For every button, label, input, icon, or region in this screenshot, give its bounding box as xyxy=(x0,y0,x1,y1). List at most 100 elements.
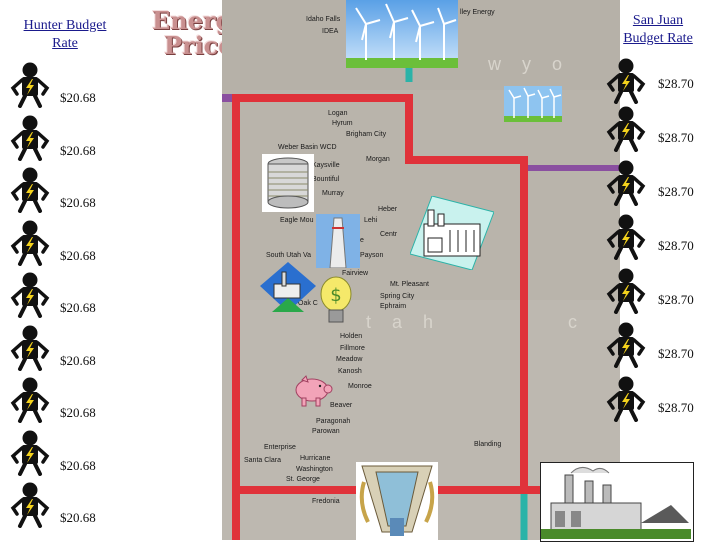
hunter-rate-row: $20.68 xyxy=(10,62,120,108)
region-label-wyoming: w y o xyxy=(488,54,571,74)
worker-figure-icon xyxy=(606,106,646,157)
wind-turbines-icon xyxy=(346,0,458,68)
worker-figure-icon xyxy=(10,115,50,166)
san-juan-rate-value: $28.70 xyxy=(658,130,694,145)
hunter-rate-row: $20.68 xyxy=(10,430,120,476)
worker-figure-icon xyxy=(606,58,646,109)
piggy-bank-icon xyxy=(292,374,334,408)
worker-figure-icon xyxy=(10,377,50,428)
worker-figure-icon xyxy=(10,167,50,218)
worker-figure-icon xyxy=(10,482,50,533)
dam-icon xyxy=(356,462,438,540)
san-juan-rate-title: San Juan Budget Rate xyxy=(623,13,693,46)
city-lehi: Lehi xyxy=(364,217,378,224)
city-blanding: Blanding xyxy=(474,441,502,448)
hunter-rate-value: $20.68 xyxy=(60,405,96,420)
city-holden: Holden xyxy=(340,333,363,340)
hunter-rate-value: $20.68 xyxy=(60,247,96,263)
city-logan: Logan xyxy=(328,110,348,117)
san-juan-rate-value: $28.70 xyxy=(658,400,694,415)
hunter-rate-value: $20.68 xyxy=(60,195,96,210)
san-juan-rate-value: $28.70 xyxy=(658,238,694,253)
city-idaho-falls: Idaho Falls xyxy=(306,16,341,23)
san-juan-rate-value: $28.70 xyxy=(658,346,694,361)
hunter-rate-row: $20.68 xyxy=(10,115,120,161)
worker-figure-icon xyxy=(606,322,646,373)
spool-icon xyxy=(262,154,314,212)
city-murray: Murray xyxy=(322,190,344,197)
city-morgan: Morgan xyxy=(366,156,390,163)
worker-figure-icon xyxy=(606,214,646,265)
san-juan-rate-row: $28.70 xyxy=(606,52,716,104)
san-juan-rate-row: $28.70 xyxy=(606,376,716,422)
city-e: e xyxy=(360,237,364,244)
san-juan-rate-value: $28.70 xyxy=(658,76,694,91)
city-washington: Washington xyxy=(296,466,333,473)
city-idea: IDEA xyxy=(322,28,339,35)
city-spring-city: Spring City xyxy=(380,293,415,300)
hunter-rate-value: $20.68 xyxy=(60,457,96,473)
dollar-bulb-icon: $ xyxy=(318,276,354,328)
city-st-george: St. George xyxy=(286,476,320,483)
city-kaysville: Kaysville xyxy=(312,162,340,169)
region-label-colorado: c xyxy=(568,312,585,332)
worker-figure-icon xyxy=(606,376,646,427)
hunter-rate-title: Hunter Budget Rate xyxy=(23,18,107,51)
wind-turbines-small-icon xyxy=(504,86,562,122)
worker-figure-icon xyxy=(10,62,50,113)
worker-figure-icon xyxy=(10,272,50,323)
worker-figure-icon xyxy=(606,268,646,319)
san-juan-rate-row: $28.70 xyxy=(606,160,716,206)
city-parowan: Parowan xyxy=(312,428,340,435)
city-brigham-city: Brigham City xyxy=(346,131,387,138)
factory-icon xyxy=(409,195,495,271)
worker-figure-icon xyxy=(10,220,50,271)
hunter-rate-row: $20.68 xyxy=(10,325,120,371)
region-label-utah: t a h xyxy=(366,312,442,332)
hunter-rate-value: $20.68 xyxy=(60,352,96,368)
san-juan-rate-value: $28.70 xyxy=(658,184,694,199)
city-payson: Payson xyxy=(360,252,384,259)
worker-figure-icon xyxy=(606,160,646,211)
hunter-rate-row: $20.68 xyxy=(10,377,120,423)
city-oak-city: Oak C xyxy=(298,300,318,307)
hunter-rate-value: $20.68 xyxy=(60,90,96,105)
city-beaver: Beaver xyxy=(330,402,353,409)
worker-figure-icon xyxy=(10,325,50,376)
san-juan-rate-row: $28.70 xyxy=(606,268,716,314)
hunter-rate-row: $20.68 xyxy=(10,272,120,318)
hunter-rate-value: $20.68 xyxy=(60,300,96,315)
hunter-rate-value: $20.68 xyxy=(60,510,96,525)
city-weber-basin-wcd: Weber Basin WCD xyxy=(278,144,337,151)
city-santa-clara: Santa Clara xyxy=(244,457,281,464)
city-eagle-mountain: Eagle Mou xyxy=(280,217,314,224)
city-south-utah-valley: South Utah Va xyxy=(266,252,312,259)
hunter-rate-value: $20.68 xyxy=(60,142,96,158)
city-fillmore: Fillmore xyxy=(340,345,365,352)
city-fredonia: Fredonia xyxy=(312,498,340,505)
san-juan-rate-value: $28.70 xyxy=(658,292,694,307)
city-bountiful: Bountiful xyxy=(312,176,340,183)
city-paragonah: Paragonah xyxy=(316,418,351,425)
city-ephraim: Ephraim xyxy=(380,303,407,310)
san-juan-rate-row: $28.70 xyxy=(606,214,716,260)
city-heber: Heber xyxy=(378,206,398,213)
hunter-rate-row: $20.68 xyxy=(10,482,120,528)
city-hurricane: Hurricane xyxy=(300,455,331,462)
city-valley-energy: lley Energy xyxy=(460,9,495,16)
svg-text:$: $ xyxy=(330,285,341,306)
smokestack-icon xyxy=(316,214,360,269)
hunter-rate-row: $20.68 xyxy=(10,167,120,213)
coal-plant-icon xyxy=(540,462,694,542)
san-juan-rate-row: $28.70 xyxy=(606,106,716,152)
worker-figure-icon xyxy=(10,430,50,481)
power-plant-icon xyxy=(260,262,316,312)
hunter-rate-row: $20.68 xyxy=(10,220,120,266)
city-central: Centr xyxy=(380,231,398,238)
san-juan-rate-row: $28.70 xyxy=(606,322,716,368)
city-kanosh: Kanosh xyxy=(338,368,362,375)
city-meadow: Meadow xyxy=(336,356,363,363)
city-enterprise: Enterprise xyxy=(264,444,296,451)
city-mt-pleasant: Mt. Pleasant xyxy=(390,281,429,288)
city-fairview: Fairview xyxy=(342,270,369,277)
